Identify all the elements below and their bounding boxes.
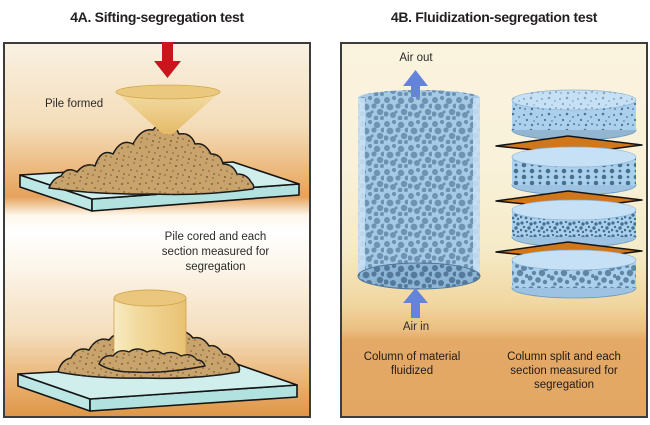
caption-column-split: Column split and each section measured f… — [507, 351, 621, 391]
label-pile-formed: Pile formed — [45, 98, 104, 110]
caption-column-fluidized: Column of material fluidized — [363, 351, 461, 377]
label-pile-cored: Pile cored and each section measured for… — [161, 231, 270, 273]
panel-b-title: 4B. Fluidization-segregation test — [390, 9, 598, 25]
label-air-out: Air out — [399, 52, 433, 64]
panel-a-title: 4A. Sifting-segregation test — [70, 9, 244, 25]
label-air-in: Air in — [402, 321, 430, 333]
